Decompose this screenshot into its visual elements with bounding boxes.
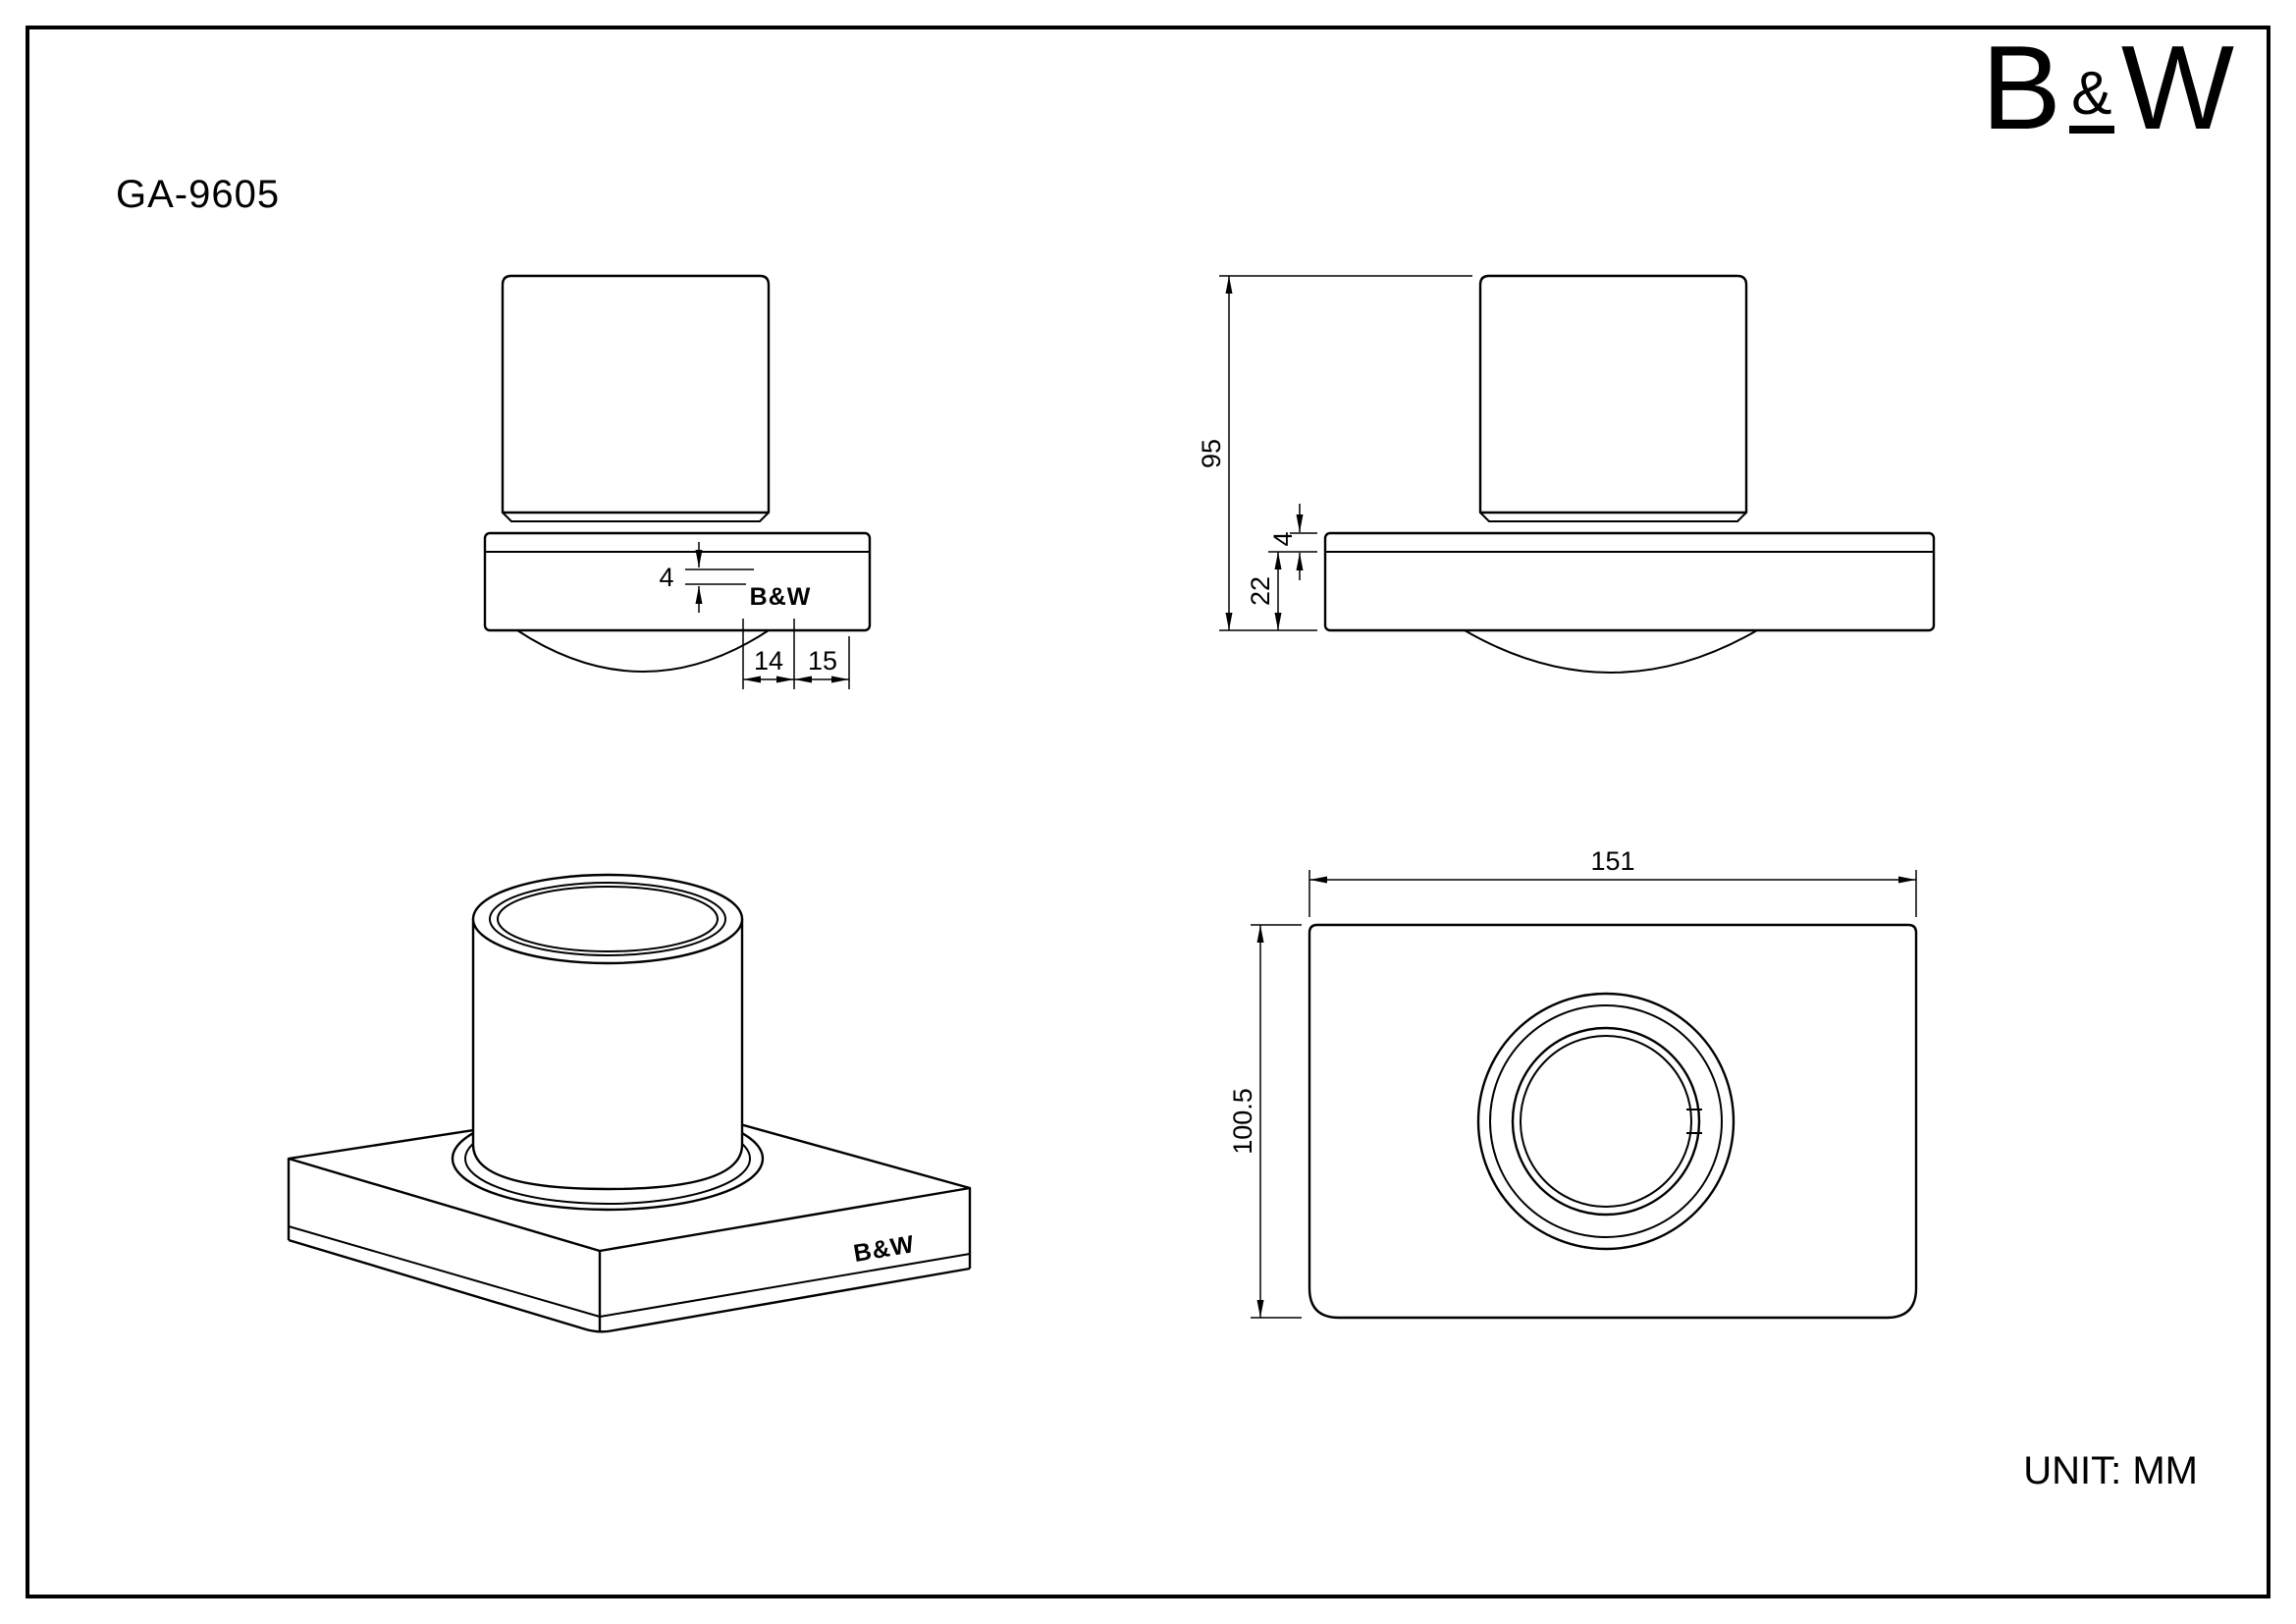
logo-ampersand: &: [2071, 59, 2112, 128]
plate-seam-line: [288, 1225, 971, 1318]
dim-label-body: 22: [1246, 576, 1275, 606]
holder-hole-outer: [1476, 992, 1735, 1251]
plate-left-face-fill: [289, 1159, 600, 1332]
dim-label-glass: 4: [659, 563, 673, 592]
dim-label-edge: 15: [808, 646, 837, 676]
dim-label-height: 95: [1197, 439, 1226, 468]
holder-underside-arc: [1464, 629, 1758, 674]
shelf-outline: [483, 531, 872, 632]
product-mark-front: B&W: [750, 583, 812, 611]
dim-label-offset: 14: [754, 646, 783, 676]
plate-outline: [1308, 923, 1918, 1320]
logo-letter-w: W: [2120, 21, 2235, 154]
holder-hole-ring: [1489, 1004, 1723, 1238]
cup-outline: [1478, 274, 1748, 514]
cup-rim-mid: [489, 882, 726, 956]
sheet-border: [26, 26, 2270, 1598]
unit-note: UNIT: MM: [2023, 1449, 2198, 1492]
holder-hole-mid: [1511, 1026, 1701, 1217]
cup-base: [502, 512, 770, 522]
model-number: GA-9605: [116, 173, 281, 216]
dim-label-width: 151: [1590, 846, 1634, 876]
front-view: 4 B&W 14 15: [483, 274, 872, 689]
logo-ampersand-block: &: [2068, 59, 2114, 134]
logo-underline: [2068, 125, 2114, 134]
dim-label-depth: 100.5: [1228, 1088, 1257, 1155]
isometric-view: B&W: [287, 873, 972, 1333]
shelf-outline: [1323, 531, 1936, 632]
cup-base: [1479, 512, 1747, 522]
brand-logo: B & W: [1981, 21, 2235, 154]
cup-body: [471, 917, 744, 1191]
holder-underside-arc: [516, 629, 770, 673]
holder-hole-inner: [1520, 1035, 1692, 1208]
cup-outline: [501, 274, 771, 514]
dim-label-glass: 4: [1268, 531, 1298, 546]
plate-bottom-outline: [288, 1238, 971, 1333]
plate-right-face-fill: [600, 1188, 970, 1332]
cup-rim-outer: [471, 873, 744, 965]
logo-letter-b: B: [1981, 21, 2062, 154]
plan-view: 151 100.5: [1228, 846, 1918, 1320]
cup-rim-inner: [497, 886, 719, 952]
side-view: 95 22 4: [1197, 274, 1936, 674]
